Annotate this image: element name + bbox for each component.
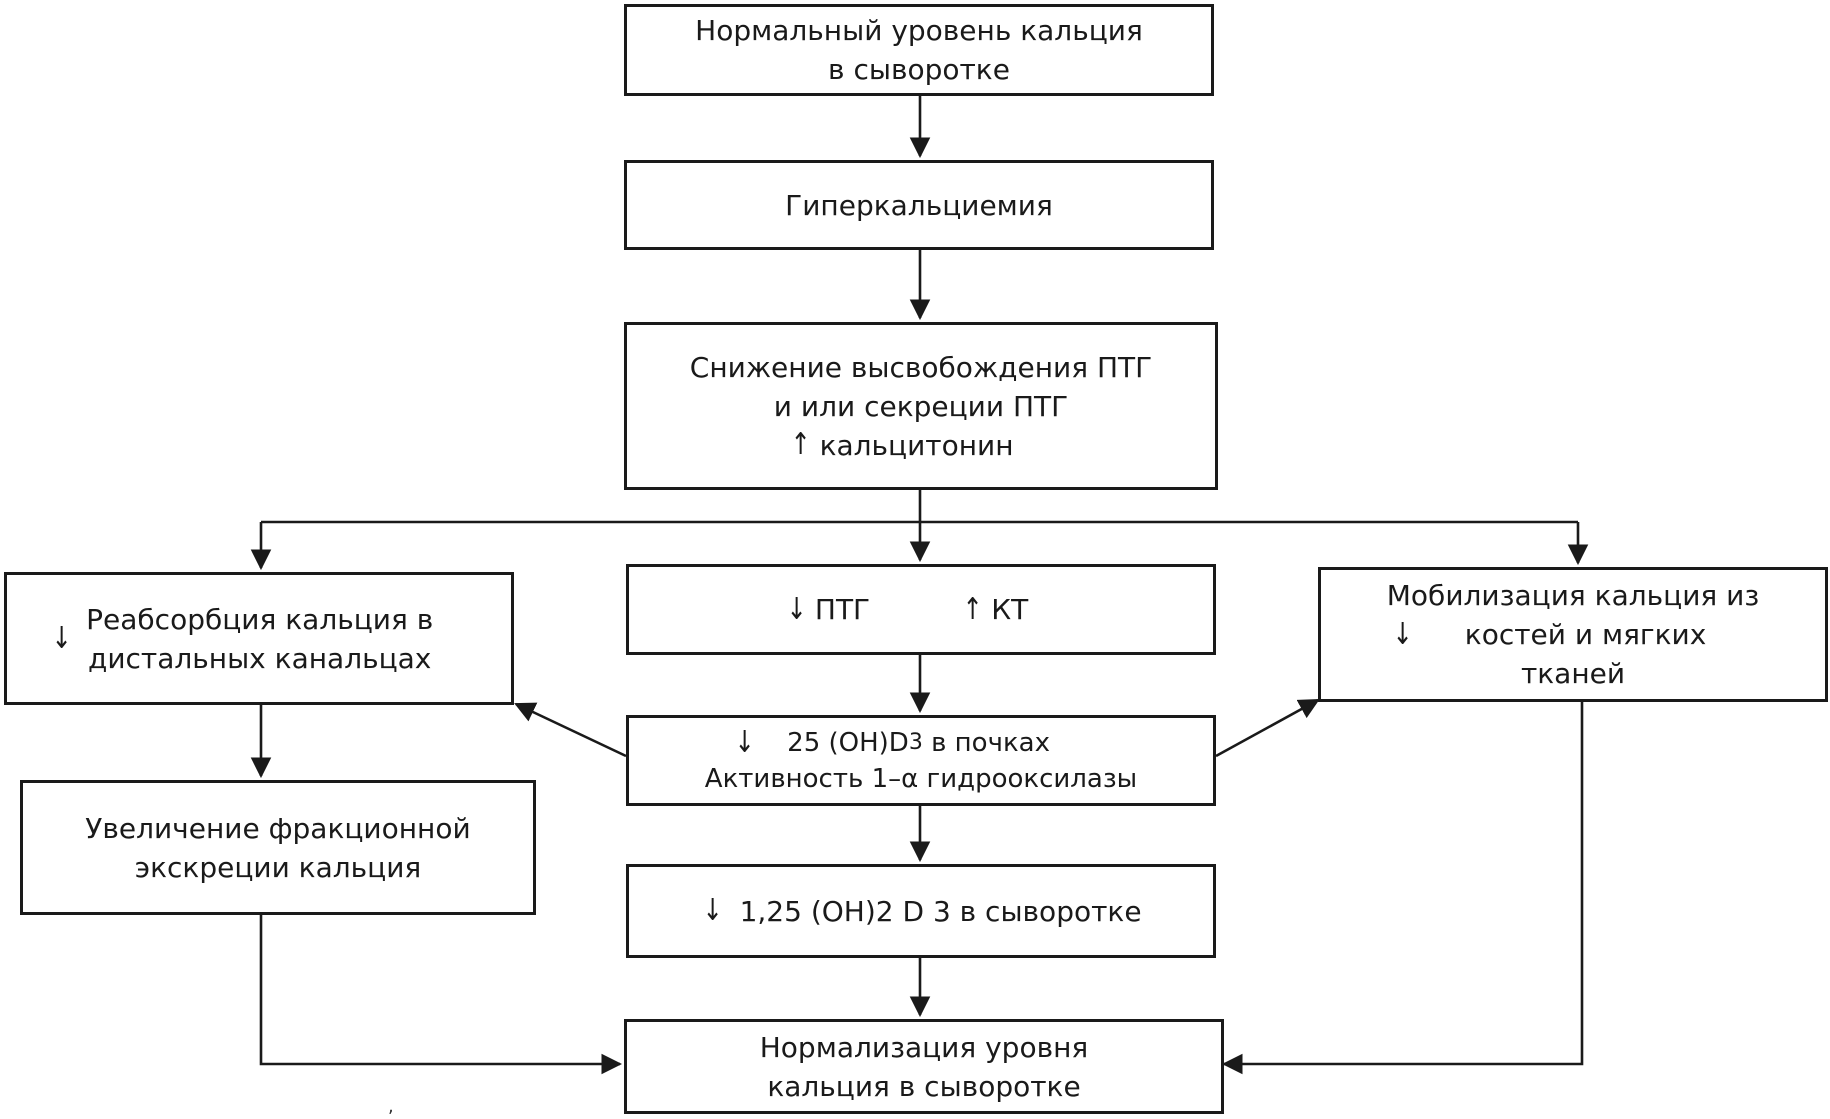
hydroxylase-line1-pre: 25 (OH)D (787, 727, 909, 758)
arrow-up-icon: ↑ (790, 427, 812, 462)
arrow-down-icon: ↓ (1392, 616, 1413, 652)
node-hypercalcemia: Гиперкальциемия (624, 160, 1214, 250)
node-normalization: Нормализация уровня кальция в сыворотке (624, 1019, 1224, 1114)
arrow-hydroxylase-to-mobilization (1215, 698, 1320, 758)
hypercalcemia-text: Гиперкальциемия (785, 188, 1053, 222)
node-vitd-serum: ↓ 1,25 (OH)2 D 3 в сыворотке (626, 864, 1216, 958)
arrow-excretion-to-normalization (259, 915, 623, 1075)
mobilization-line1: Мобилизация кальция из (1386, 579, 1760, 612)
node-excretion: Увеличение фракционной экскреции кальция (20, 780, 536, 915)
stray-comma-mark: , (388, 1096, 394, 1117)
hydroxylase-line2: Активность 1–α гидрооксилазы (704, 763, 1138, 794)
normalization-line2: кальция в сыворотке (767, 1069, 1081, 1103)
reabsorption-line1: Реабсорбция кальция в (86, 602, 434, 636)
arrow-down-icon: ↓ (51, 620, 72, 656)
normal-level-line1: Нормальный уровень кальция (695, 14, 1143, 47)
hydroxylase-line1-post: в почках (922, 727, 1050, 758)
ptg-kt-row: ↓ ПТГ ↑ КТ (784, 590, 1059, 629)
node-normal-calcium-level: Нормальный уровень кальция в сыворотке (624, 4, 1214, 96)
node-ptg-reduction: Снижение высвобождения ПТГ и или секреци… (624, 322, 1218, 490)
ptg-reduction-line1: Снижение высвобождения ПТГ (689, 350, 1153, 384)
reabsorption-line2: дистальных канальцах (87, 641, 432, 675)
excretion-line1: Увеличение фракционной (85, 811, 471, 845)
arrow-mobilization-to-normalization (1221, 702, 1584, 1075)
vitd-text: 1,25 (OH)2 D 3 в сыворотке (739, 894, 1142, 928)
arrow-down-icon: ↓ (786, 591, 807, 627)
node-reabsorption: ↓ Реабсорбция кальция в дистальных канал… (4, 572, 514, 705)
arrow-up-icon: ↑ (962, 591, 983, 627)
arrow-hydroxylase-to-reabsorption (514, 702, 627, 758)
ptg-reduction-line2: и или секреции ПТГ (773, 389, 1069, 423)
ptg-reduction-line3: ↑ кальцитонин (788, 426, 1053, 465)
vitd-row: ↓ 1,25 (OH)2 D 3 в сыворотке (700, 892, 1142, 931)
mobilization-line2-row: ↓ костей и мягких (1392, 615, 1707, 654)
reabsorption-content: ↓ Реабсорбция кальция в дистальных канал… (49, 600, 434, 678)
hydroxylase-line1-sub: 3 (908, 729, 923, 755)
kt-label: КТ (991, 593, 1029, 626)
calcitonin-label: кальцитонин (819, 428, 1014, 462)
normalization-line1: Нормализация уровня (759, 1030, 1089, 1064)
node-mobilization: Мобилизация кальция из ↓ костей и мягких… (1318, 567, 1828, 702)
ptg-label: ПТГ (814, 593, 871, 626)
arrow-down-icon: ↓ (734, 724, 755, 760)
node-ptg-kt: ↓ ПТГ ↑ КТ (626, 564, 1216, 655)
arrow-down-icon: ↓ (702, 893, 724, 928)
mobilization-line3: тканей (1520, 657, 1626, 690)
mobilization-line2: костей и мягких (1464, 618, 1707, 651)
normal-level-line2: в сыворотке (828, 53, 1010, 86)
excretion-line2: экскреции кальция (134, 850, 422, 884)
